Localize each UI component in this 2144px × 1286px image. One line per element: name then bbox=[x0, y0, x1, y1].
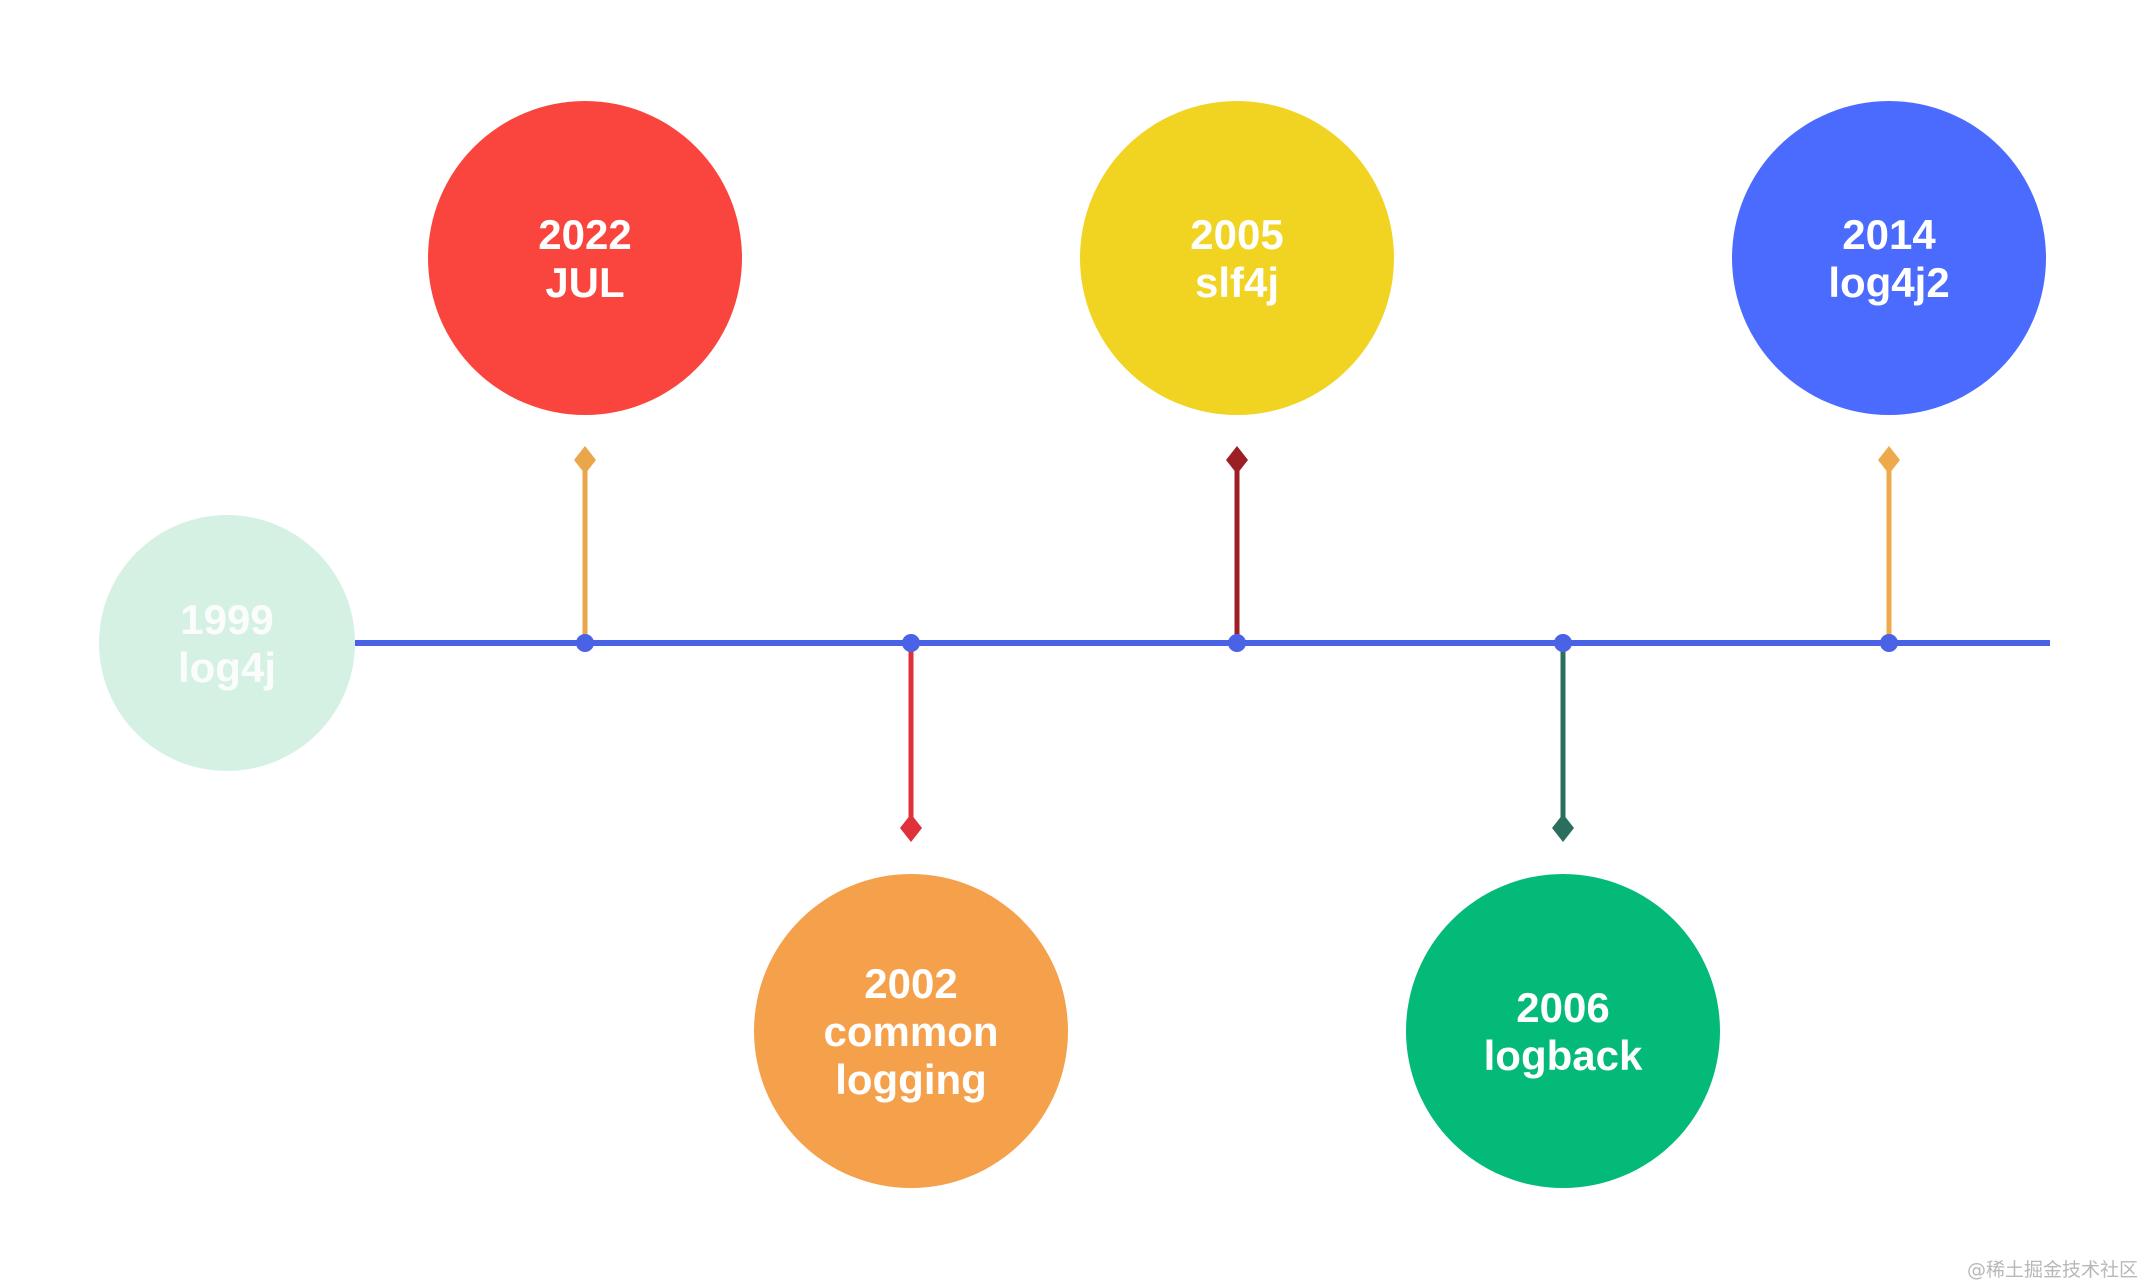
connector-diamond bbox=[1226, 446, 1248, 474]
node-year-label: 2014 bbox=[1842, 211, 1936, 258]
connector-diamond bbox=[1552, 814, 1574, 842]
connector-diamond bbox=[574, 446, 596, 474]
node-year-label: 2002 bbox=[864, 960, 957, 1007]
watermark-text: @稀土掘金技术社区 bbox=[1966, 1259, 2138, 1281]
node-circle bbox=[99, 515, 355, 771]
node-name-label: slf4j bbox=[1195, 259, 1279, 306]
node-name-label: logging bbox=[835, 1056, 987, 1103]
node-year-label: 2022 bbox=[538, 211, 631, 258]
axis-dot bbox=[576, 634, 594, 652]
axis-dot bbox=[1880, 634, 1898, 652]
node-circle bbox=[1406, 874, 1720, 1188]
node-year-label: 2006 bbox=[1516, 984, 1609, 1031]
node-name-label: log4j bbox=[178, 644, 276, 691]
connector-diamond bbox=[900, 814, 922, 842]
node-circle bbox=[428, 101, 742, 415]
axis-dot bbox=[902, 634, 920, 652]
axis-dot bbox=[1228, 634, 1246, 652]
node-name-label: log4j2 bbox=[1828, 259, 1949, 306]
node-name-label: logback bbox=[1484, 1032, 1643, 1079]
node-circle bbox=[754, 874, 1068, 1188]
node-name-label: JUL bbox=[545, 259, 624, 306]
node-circle bbox=[1732, 101, 2046, 415]
node-name-label: common bbox=[823, 1008, 998, 1055]
node-circle bbox=[1080, 101, 1394, 415]
connector-diamond bbox=[1878, 446, 1900, 474]
node-year-label: 2005 bbox=[1190, 211, 1283, 258]
axis-dot bbox=[1554, 634, 1572, 652]
node-year-label: 1999 bbox=[180, 596, 273, 643]
